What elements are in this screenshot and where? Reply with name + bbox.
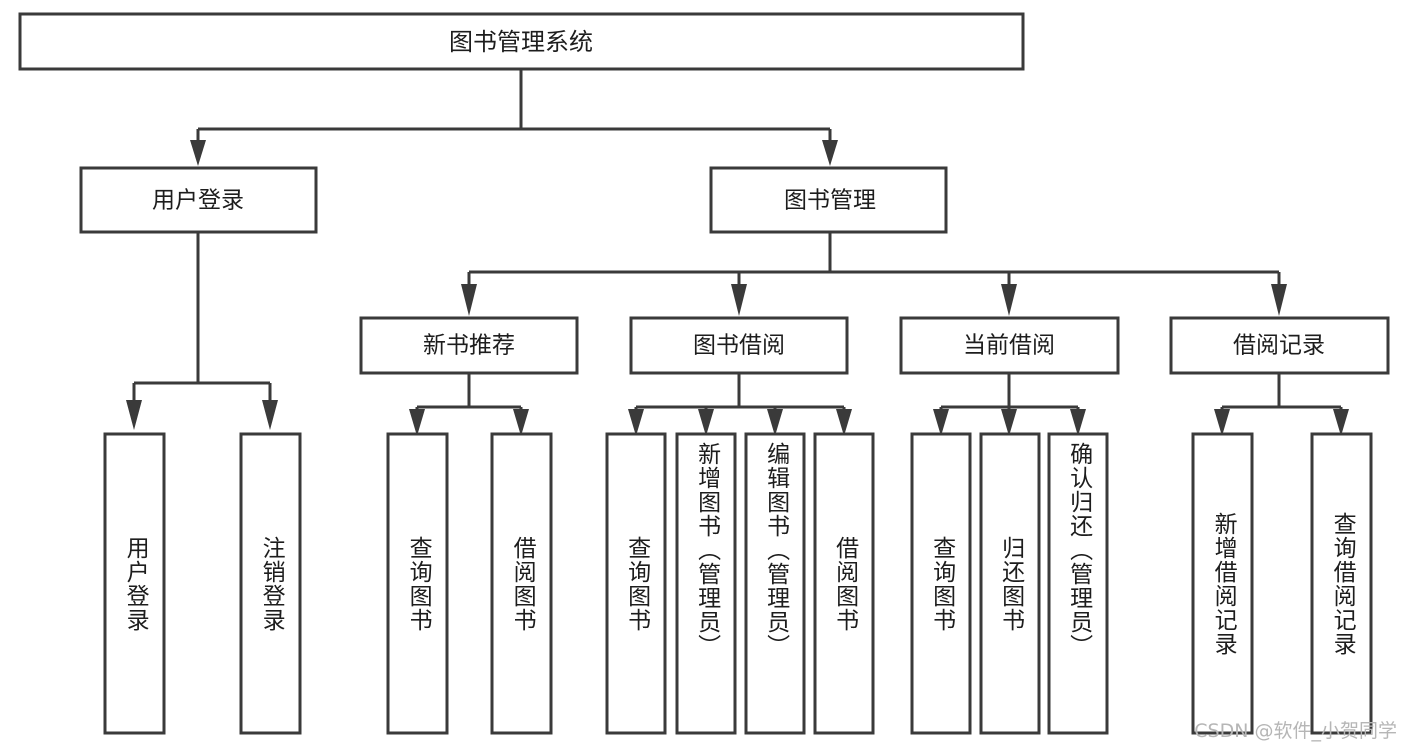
arrow-to-leaf-borrow-book-2 xyxy=(836,409,852,436)
node-label: 借阅记录 xyxy=(1233,333,1325,359)
leaf-box-query-borrow-record[interactable] xyxy=(1310,432,1373,735)
arrow-to-new-book-recommend xyxy=(461,284,477,316)
arrow-to-borrow-record xyxy=(1271,284,1287,316)
connector-layer xyxy=(126,69,1349,436)
node-box xyxy=(1169,316,1390,375)
arrow-to-leaf-user-login xyxy=(126,400,142,430)
node-label: 图书管理系统 xyxy=(449,28,593,56)
node-box xyxy=(709,166,948,234)
node-borrow-record[interactable]: 借阅记录 xyxy=(1169,316,1390,375)
arrow-to-leaf-return-book xyxy=(1001,409,1017,436)
node-book-management[interactable]: 图书管理 xyxy=(709,166,948,234)
leaf-box-query-book-2[interactable] xyxy=(605,432,667,735)
leaf-box-edit-book[interactable] xyxy=(744,432,806,735)
node-label: 新书推荐 xyxy=(423,333,515,359)
arrow-to-leaf-borrow-book-1 xyxy=(513,409,529,436)
leaf-box-add-borrow-record[interactable] xyxy=(1191,432,1254,735)
leaf-box-query-book-3[interactable] xyxy=(910,432,972,735)
arrow-to-current-borrow xyxy=(1001,284,1017,316)
node-book-borrow[interactable]: 图书借阅 xyxy=(629,316,849,375)
arrow-to-leaf-query-book-3 xyxy=(933,409,949,436)
arrow-to-leaf-confirm-return xyxy=(1070,409,1086,436)
arrow-root-to-book-management xyxy=(822,140,838,166)
node-book-management-system[interactable]: 图书管理系统 xyxy=(18,12,1025,71)
arrow-to-book-borrow xyxy=(731,284,747,316)
node-label: 图书借阅 xyxy=(693,333,785,359)
node-current-borrow[interactable]: 当前借阅 xyxy=(899,316,1120,375)
node-label: 当前借阅 xyxy=(963,333,1055,359)
node-layer: 图书管理系统 用户登录 图书管理 新书推荐 图书借阅 当前借阅 借阅记录 xyxy=(18,12,1390,735)
leaf-box-confirm-return[interactable] xyxy=(1047,432,1109,735)
leaf-box-borrow-book-1[interactable] xyxy=(490,432,553,735)
arrow-to-leaf-query-book-1 xyxy=(409,409,425,436)
arrow-to-leaf-logout-login xyxy=(262,400,278,430)
leaf-box-user-login[interactable] xyxy=(103,432,166,735)
node-label: 图书管理 xyxy=(784,188,876,214)
arrow-to-leaf-query-borrow-record xyxy=(1333,409,1349,436)
leaf-box-query-book-1[interactable] xyxy=(386,432,449,735)
node-new-book-recommend[interactable]: 新书推荐 xyxy=(359,316,579,375)
leaf-box-borrow-book-2[interactable] xyxy=(813,432,875,735)
arrow-to-leaf-add-borrow-record xyxy=(1214,409,1230,436)
node-box xyxy=(359,316,579,375)
node-box xyxy=(629,316,849,375)
leaf-box-logout-login[interactable] xyxy=(239,432,302,735)
leaf-box-add-book[interactable] xyxy=(675,432,737,735)
node-box xyxy=(899,316,1120,375)
node-user-login[interactable]: 用户登录 xyxy=(79,166,318,234)
arrow-to-leaf-edit-book xyxy=(767,409,783,436)
leaf-box-return-book[interactable] xyxy=(979,432,1041,735)
arrow-to-leaf-query-book-2 xyxy=(628,409,644,436)
node-box xyxy=(79,166,318,234)
csdn-watermark: CSDN @软件_小贺同学 xyxy=(1194,720,1397,742)
leaf-node-layer xyxy=(103,432,1373,735)
node-label: 用户登录 xyxy=(152,188,244,214)
arrow-root-to-user-login xyxy=(190,140,206,166)
node-box xyxy=(18,12,1025,71)
arrow-to-leaf-add-book xyxy=(698,409,714,436)
